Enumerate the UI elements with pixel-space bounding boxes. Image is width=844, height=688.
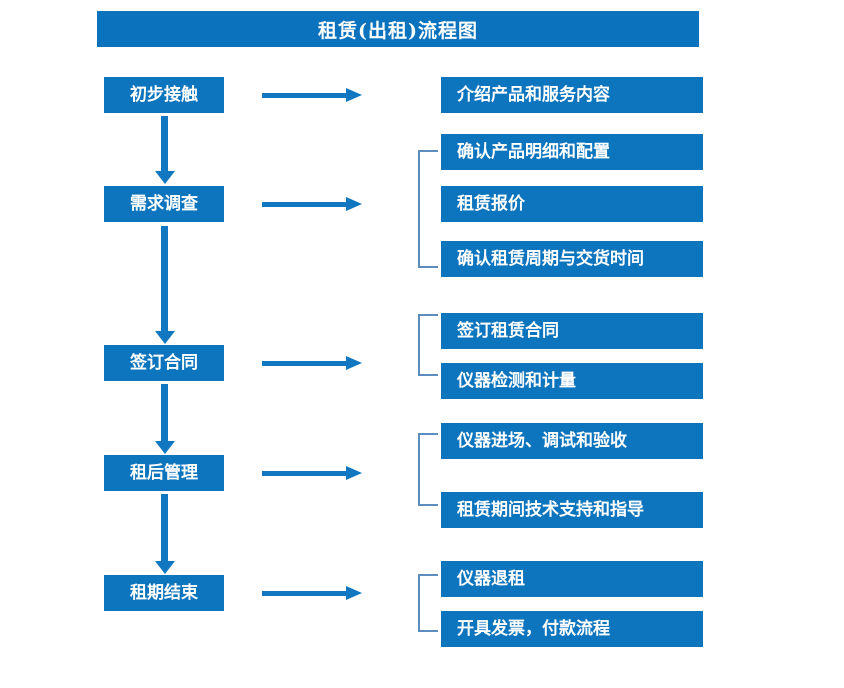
stage-box-1[interactable]: 初步接触 [104,77,224,113]
detail-box-2[interactable]: 确认产品明细和配置 [441,134,703,170]
detail-box-3[interactable]: 租赁报价 [441,186,703,222]
branch-arrow-right-5 [262,584,364,602]
arrow-head [346,586,362,600]
branch-arrow-right-3 [262,354,364,372]
group-bracket-management [418,433,438,506]
arrow-shaft [262,591,348,596]
arrow-shaft [262,202,348,207]
arrow-head [155,441,175,454]
detail-box-1[interactable]: 介绍产品和服务内容 [441,77,703,113]
arrow-shaft [262,471,348,476]
group-bracket-closing [418,574,438,632]
stage-box-5[interactable]: 租期结束 [104,575,224,611]
arrow-head [155,331,175,344]
flow-arrow-down-3 [155,384,175,454]
flow-arrow-down-4 [155,494,175,574]
arrow-shaft [161,494,168,561]
detail-box-7[interactable]: 仪器进场、调试和验收 [441,423,703,459]
arrow-shaft [161,384,168,441]
detail-box-10[interactable]: 开具发票，付款流程 [441,611,703,647]
arrow-shaft [262,361,348,366]
detail-box-9[interactable]: 仪器退租 [441,561,703,597]
stage-box-2[interactable]: 需求调查 [104,186,224,222]
branch-arrow-right-2 [262,195,364,213]
arrow-shaft [161,226,168,331]
arrow-shaft [161,116,168,171]
diagram-title: 租赁(出租)流程图 [97,11,699,47]
branch-arrow-right-4 [262,464,364,482]
detail-box-8[interactable]: 租赁期间技术支持和指导 [441,492,703,528]
stage-box-4[interactable]: 租后管理 [104,455,224,491]
branch-arrow-right-1 [262,86,364,104]
flow-arrow-down-1 [155,116,175,184]
arrow-head [346,356,362,370]
group-bracket-contract [418,314,438,376]
stage-box-3[interactable]: 签订合同 [104,345,224,381]
detail-box-6[interactable]: 仪器检测和计量 [441,363,703,399]
arrow-shaft [262,93,348,98]
detail-box-4[interactable]: 确认租赁周期与交货时间 [441,241,703,277]
detail-box-5[interactable]: 签订租赁合同 [441,313,703,349]
arrow-head [346,197,362,211]
group-bracket-needs [418,150,438,268]
arrow-head [155,171,175,184]
arrow-head [346,466,362,480]
arrow-head [346,88,362,102]
flow-arrow-down-2 [155,226,175,344]
arrow-head [155,561,175,574]
